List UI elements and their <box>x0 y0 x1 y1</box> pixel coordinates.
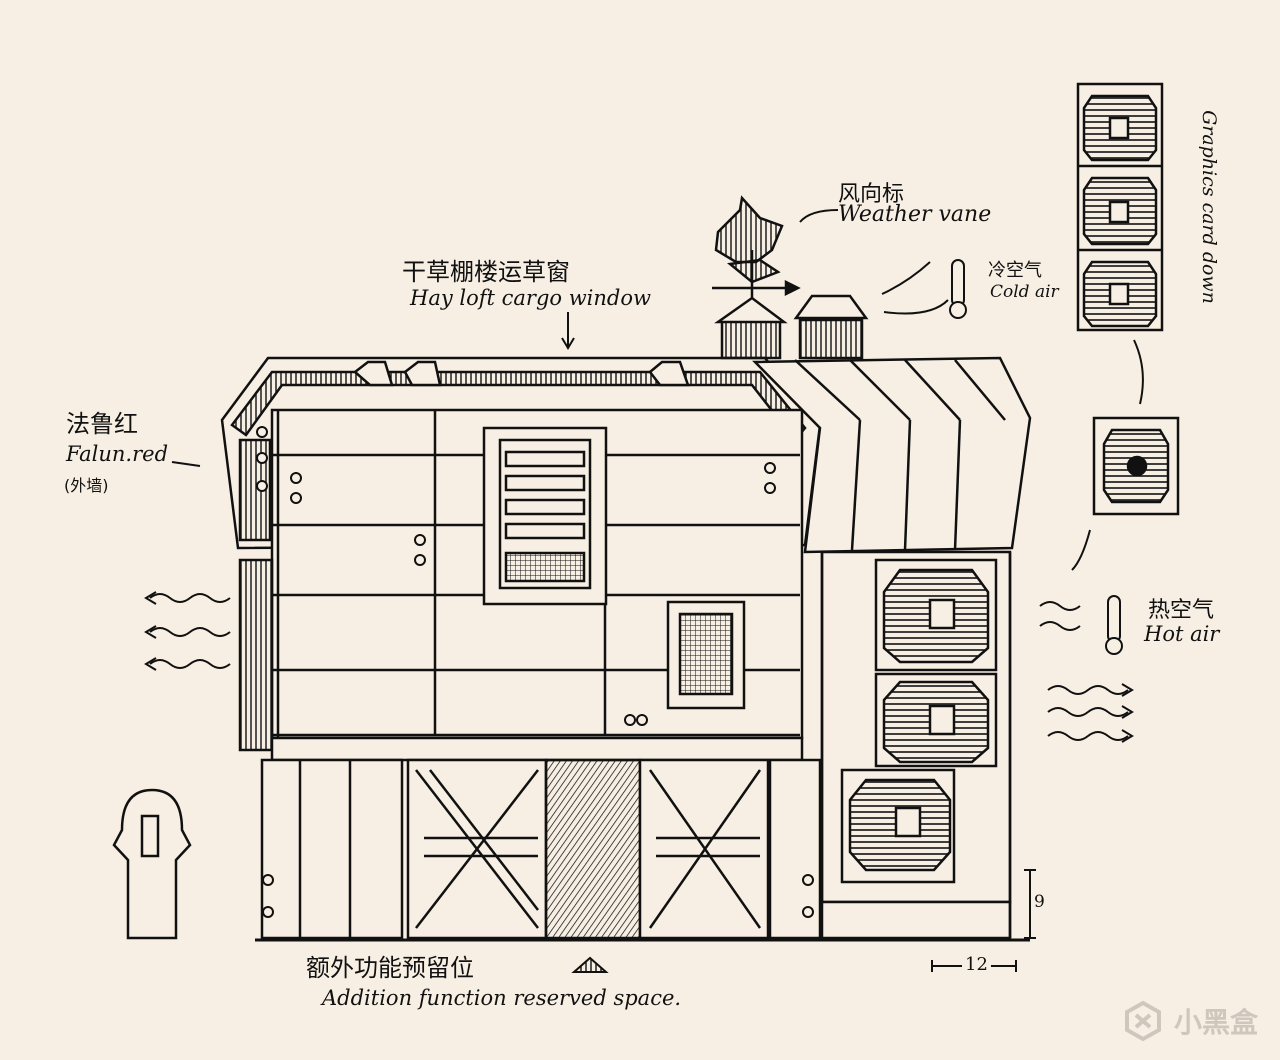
hay-loft-en-label: Hay loft cargo window <box>410 286 651 310</box>
lean-to-roof <box>752 356 1032 554</box>
rivets <box>256 426 814 918</box>
dim-height-label: 9 <box>1034 892 1045 912</box>
left-door <box>406 758 548 940</box>
cold-air-en-label: Cold air <box>990 282 1059 302</box>
weather-vane-en-label: Weather vane <box>838 202 992 227</box>
graphics-card-strip <box>1076 82 1164 332</box>
fan-3 <box>840 768 956 884</box>
weather-vane-cn-label: 风向标 <box>838 182 905 207</box>
watermark: 小黑盒 <box>1122 1000 1258 1042</box>
right-door <box>638 758 770 940</box>
heybox-logo-icon <box>1124 1000 1161 1042</box>
single-fan-detail <box>1092 416 1180 516</box>
fan-1 <box>874 558 998 672</box>
reserved-en-label: Addition function reserved space. <box>322 986 682 1010</box>
fan-2 <box>874 672 998 768</box>
reserved-cn-label: 额外功能预留位 <box>306 954 474 982</box>
weather-vane <box>712 195 801 298</box>
cupolas <box>714 294 869 360</box>
psu-fans <box>840 558 998 884</box>
dim-width-label: 12 <box>962 954 991 975</box>
watermark-text: 小黑盒 <box>1173 1006 1258 1039</box>
hay-loft-cn-label: 干草棚楼运草窗 <box>402 258 570 286</box>
cold-air-cn-label: 冷空气 <box>988 260 1042 281</box>
graphics-card-label: Graphics card down <box>1197 110 1220 304</box>
cold-hot-air-arrows <box>144 591 1134 743</box>
falun-cn-label: 法鲁红 <box>66 410 138 438</box>
barn-left-section <box>220 356 1030 942</box>
reserved-triangle <box>571 956 609 973</box>
falun-sub-label: (外墙) <box>64 476 109 495</box>
falun-en-label: Falun.red <box>66 442 169 466</box>
bollard <box>112 788 192 940</box>
hot-air-en-label: Hot air <box>1144 622 1220 646</box>
hot-air-cn-label: 热空气 <box>1148 598 1215 623</box>
door-opening <box>544 758 642 940</box>
thermometer-icon <box>949 259 1123 655</box>
leader-lines <box>171 209 1144 571</box>
